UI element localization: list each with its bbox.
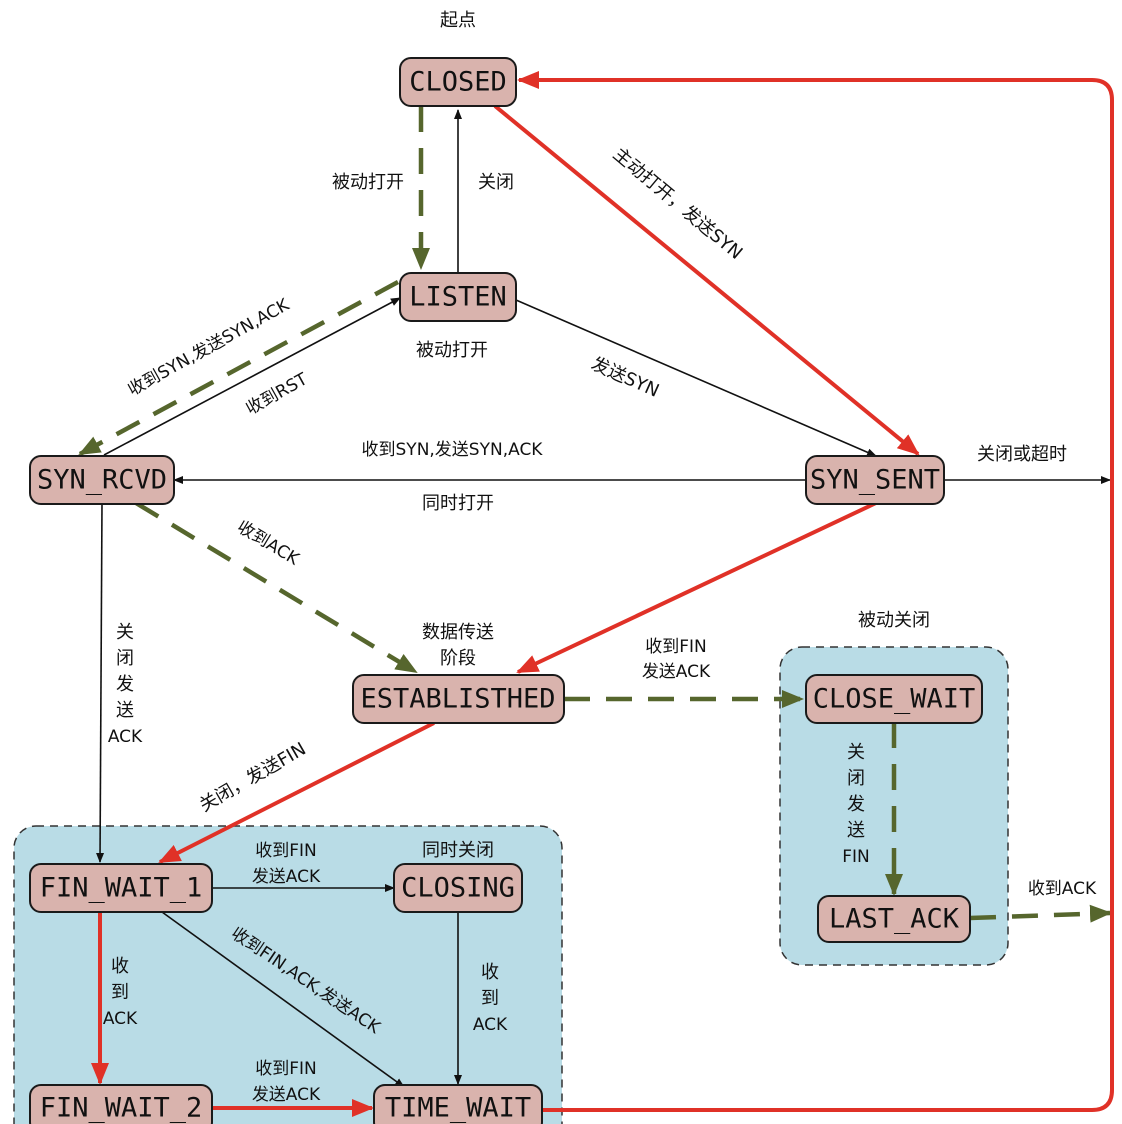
close-send-fin-label: 关闭，发送FIN <box>196 739 310 817</box>
edge-listen-to-syn-sent <box>515 299 877 457</box>
edge-last-ack-out <box>969 904 1112 923</box>
recv-fin-label-2: 收到FIN <box>255 841 317 861</box>
vchar: 到 <box>481 988 499 1009</box>
vchar: 关 <box>116 622 134 643</box>
vchar: 到 <box>111 982 129 1003</box>
state-syn-rcvd: SYN_RCVD <box>29 455 175 505</box>
vchar: ACK <box>103 1009 138 1029</box>
passive-close-label: 被动关闭 <box>858 610 930 631</box>
recv-fin-label-1: 收到FIN <box>645 637 707 657</box>
send-ack-label-3: 发送ACK <box>252 1085 321 1105</box>
state-closing: CLOSING <box>393 863 523 913</box>
edge-closed-to-syn-sent <box>493 104 920 456</box>
recv-ack-mid-label: 收到ACK <box>233 517 303 570</box>
vchar: ACK <box>108 727 143 747</box>
state-last-ack: LAST_ACK <box>817 895 971 943</box>
state-closed: CLOSED <box>399 57 517 107</box>
vchar: 关 <box>847 742 865 763</box>
simultaneous-close-label: 同时关闭 <box>422 840 494 861</box>
edge-syn-rcvd-to-fin-wait-1 <box>96 502 105 863</box>
vchar: 收 <box>481 962 499 983</box>
state-time-wait: TIME_WAIT <box>373 1084 543 1124</box>
send-ack-label-1: 发送ACK <box>642 662 711 682</box>
state-fin-wait-2-label: FIN_WAIT_2 <box>40 1093 203 1124</box>
edge-syn-rcvd-to-listen <box>103 297 401 456</box>
state-fin-wait-2: FIN_WAIT_2 <box>29 1084 213 1124</box>
edge-fin-wait-1-to-time-wait <box>161 911 405 1088</box>
edge-syn-rcvd-to-established <box>134 501 418 674</box>
vchar: 送 <box>116 700 134 721</box>
edge-listen-to-syn-rcvd <box>78 280 400 456</box>
vchar: 发 <box>116 674 134 695</box>
passive-open-label: 被动打开 <box>332 172 404 193</box>
close-send-ack-vertical-label: 关 闭 发 送 ACK <box>108 622 143 747</box>
state-closing-label: CLOSING <box>401 873 515 904</box>
state-established-label: ESTABLISTHED <box>360 684 555 715</box>
send-ack-label-2: 发送ACK <box>252 867 321 887</box>
edge-established-to-fin-wait-1 <box>158 721 435 864</box>
state-listen-label: LISTEN <box>409 282 507 313</box>
send-syn-label: 发送SYN <box>588 353 662 401</box>
start-label: 起点 <box>440 10 476 31</box>
state-listen: LISTEN <box>399 272 517 322</box>
recv-ack-right-label: 收到ACK <box>1028 879 1097 899</box>
passive-open-under-label: 被动打开 <box>416 340 488 361</box>
vchar: 送 <box>847 820 865 841</box>
close-or-timeout-label: 关闭或超时 <box>977 444 1067 465</box>
recv-ack-closing-vertical-label: 收 到 ACK <box>473 962 508 1035</box>
vchar: 发 <box>847 794 865 815</box>
state-close-wait-label: CLOSE_WAIT <box>813 684 976 715</box>
state-syn-sent-label: SYN_SENT <box>810 465 940 496</box>
state-syn-rcvd-label: SYN_RCVD <box>37 465 167 496</box>
recv-syn-send-synack-mid-label: 收到SYN,发送SYN,ACK <box>362 440 544 460</box>
data-transfer-label-2: 阶段 <box>440 648 476 669</box>
state-closed-label: CLOSED <box>409 67 507 98</box>
state-syn-sent: SYN_SENT <box>805 455 945 505</box>
vchar: ACK <box>473 1015 508 1035</box>
data-transfer-label-1: 数据传送 <box>422 622 494 643</box>
state-time-wait-label: TIME_WAIT <box>385 1093 531 1124</box>
recv-ack-fw1-vertical-label: 收 到 ACK <box>103 956 138 1029</box>
state-close-wait: CLOSE_WAIT <box>805 674 983 724</box>
close-send-fin-vertical-label: 关 闭 发 送 FIN <box>842 742 870 867</box>
edge-syn-sent-to-established <box>516 501 877 674</box>
simultaneous-open-label: 同时打开 <box>422 493 494 514</box>
close-label: 关闭 <box>478 172 514 193</box>
edge-time-wait-to-closed <box>517 71 1114 1112</box>
vchar: FIN <box>842 847 870 867</box>
vchar: 收 <box>111 956 129 977</box>
vchar: 闭 <box>847 768 865 789</box>
active-open-label: 主动打开，发送SYN <box>609 144 747 264</box>
state-established: ESTABLISTHED <box>352 674 565 724</box>
recv-fin-label-3: 收到FIN <box>255 1059 317 1079</box>
vchar: 闭 <box>116 648 134 669</box>
state-fin-wait-1-label: FIN_WAIT_1 <box>40 873 203 904</box>
state-last-ack-label: LAST_ACK <box>829 904 960 935</box>
state-fin-wait-1: FIN_WAIT_1 <box>29 863 213 913</box>
